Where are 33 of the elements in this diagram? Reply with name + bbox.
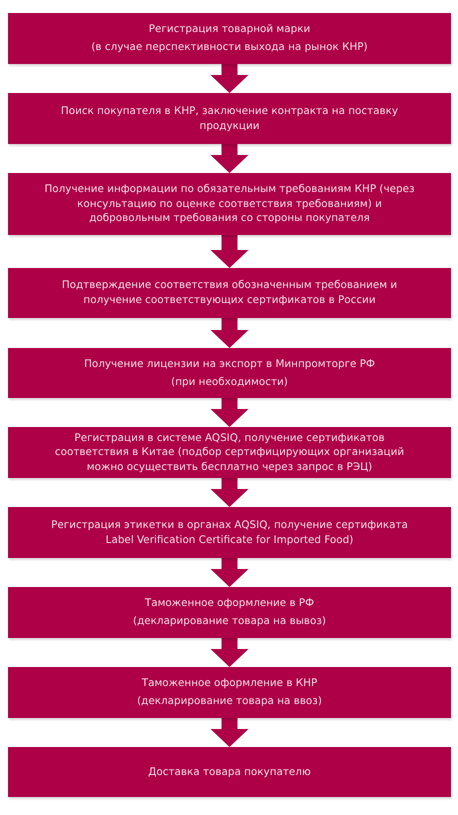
- process-box: [8, 507, 451, 558]
- block-arrow: [210, 144, 248, 173]
- block-arrow: [210, 235, 248, 268]
- process-box: [8, 747, 451, 797]
- process-box: [8, 587, 451, 638]
- block-arrow: [210, 558, 248, 587]
- process-box: [8, 268, 451, 318]
- block-arrow: [210, 398, 248, 427]
- process-box: [8, 667, 451, 718]
- step-text: Получение информации по обязательным требованиям КНР (через консультацию по оценке соответствия требованиям) и добровольным требования со стороны покупателя: [43, 182, 416, 226]
- process-box: [8, 348, 451, 398]
- step-text: (в случае перспективности выхода на рынок КНР): [91, 40, 368, 55]
- step-text: Регистрация товарной марки: [148, 22, 310, 37]
- step-text: Получение лицензии на экспорт в Минпромторге РФ: [84, 356, 375, 372]
- block-arrow: [210, 318, 248, 348]
- step-text: Регистрация этикетки в органах AQSIQ, получение сертификата Label Verification Certificate for Imported Food): [50, 518, 409, 548]
- process-box: [8, 173, 451, 235]
- step-text: Таможенное оформление в КНР: [142, 676, 318, 691]
- step-text: (при необходимости): [171, 374, 288, 390]
- process-box: [8, 13, 451, 64]
- process-box: [8, 427, 451, 478]
- process-box: [8, 93, 451, 144]
- step-text: Регистрация в системе AQSIQ, получение сертификатов соответствия в Китае (подбор сертифицирующих организаций можно осуществить бесплатно через запрос в РЭЦ): [54, 430, 406, 474]
- step-text: Поиск покупателя в КНР, заключение контракта на поставку продукции: [60, 104, 400, 134]
- step-text: Подтверждение соответствия обозначенным требованием и получение соответствующих сертификатов в России: [60, 278, 398, 308]
- step-text: Доставка товара покупателю: [148, 764, 311, 780]
- block-arrow: [210, 638, 248, 667]
- step-text: Таможенное оформление в РФ: [144, 596, 314, 611]
- step-text: (декларирование товара на ввоз): [137, 694, 322, 709]
- step-text: (декларирование товара на вывоз): [133, 614, 326, 629]
- block-arrow: [210, 478, 248, 507]
- block-arrow: [210, 64, 248, 93]
- block-arrow: [210, 718, 248, 747]
